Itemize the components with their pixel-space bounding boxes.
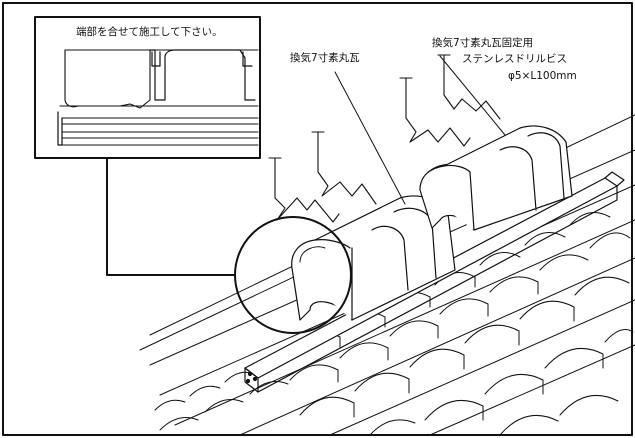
label-ridge-tile: 換気7寸素丸瓦 <box>290 52 360 64</box>
ridge-tile-front <box>291 195 456 321</box>
inset-box <box>34 16 261 159</box>
label-screw-line3: φ5×L100mm <box>508 70 577 82</box>
label-screw-line2: ステンレスドリルビス <box>462 53 567 65</box>
leader-screw <box>439 55 506 136</box>
inset-connector <box>106 157 236 276</box>
screw-markers <box>268 54 501 223</box>
inset-caption: 端部を合せて施工して下さい。 <box>76 26 223 38</box>
leader-ridge-tile <box>334 71 406 205</box>
label-screw-line1: 換気7寸素丸瓦固定用 <box>432 37 534 49</box>
ridge-tile-back <box>419 125 573 231</box>
